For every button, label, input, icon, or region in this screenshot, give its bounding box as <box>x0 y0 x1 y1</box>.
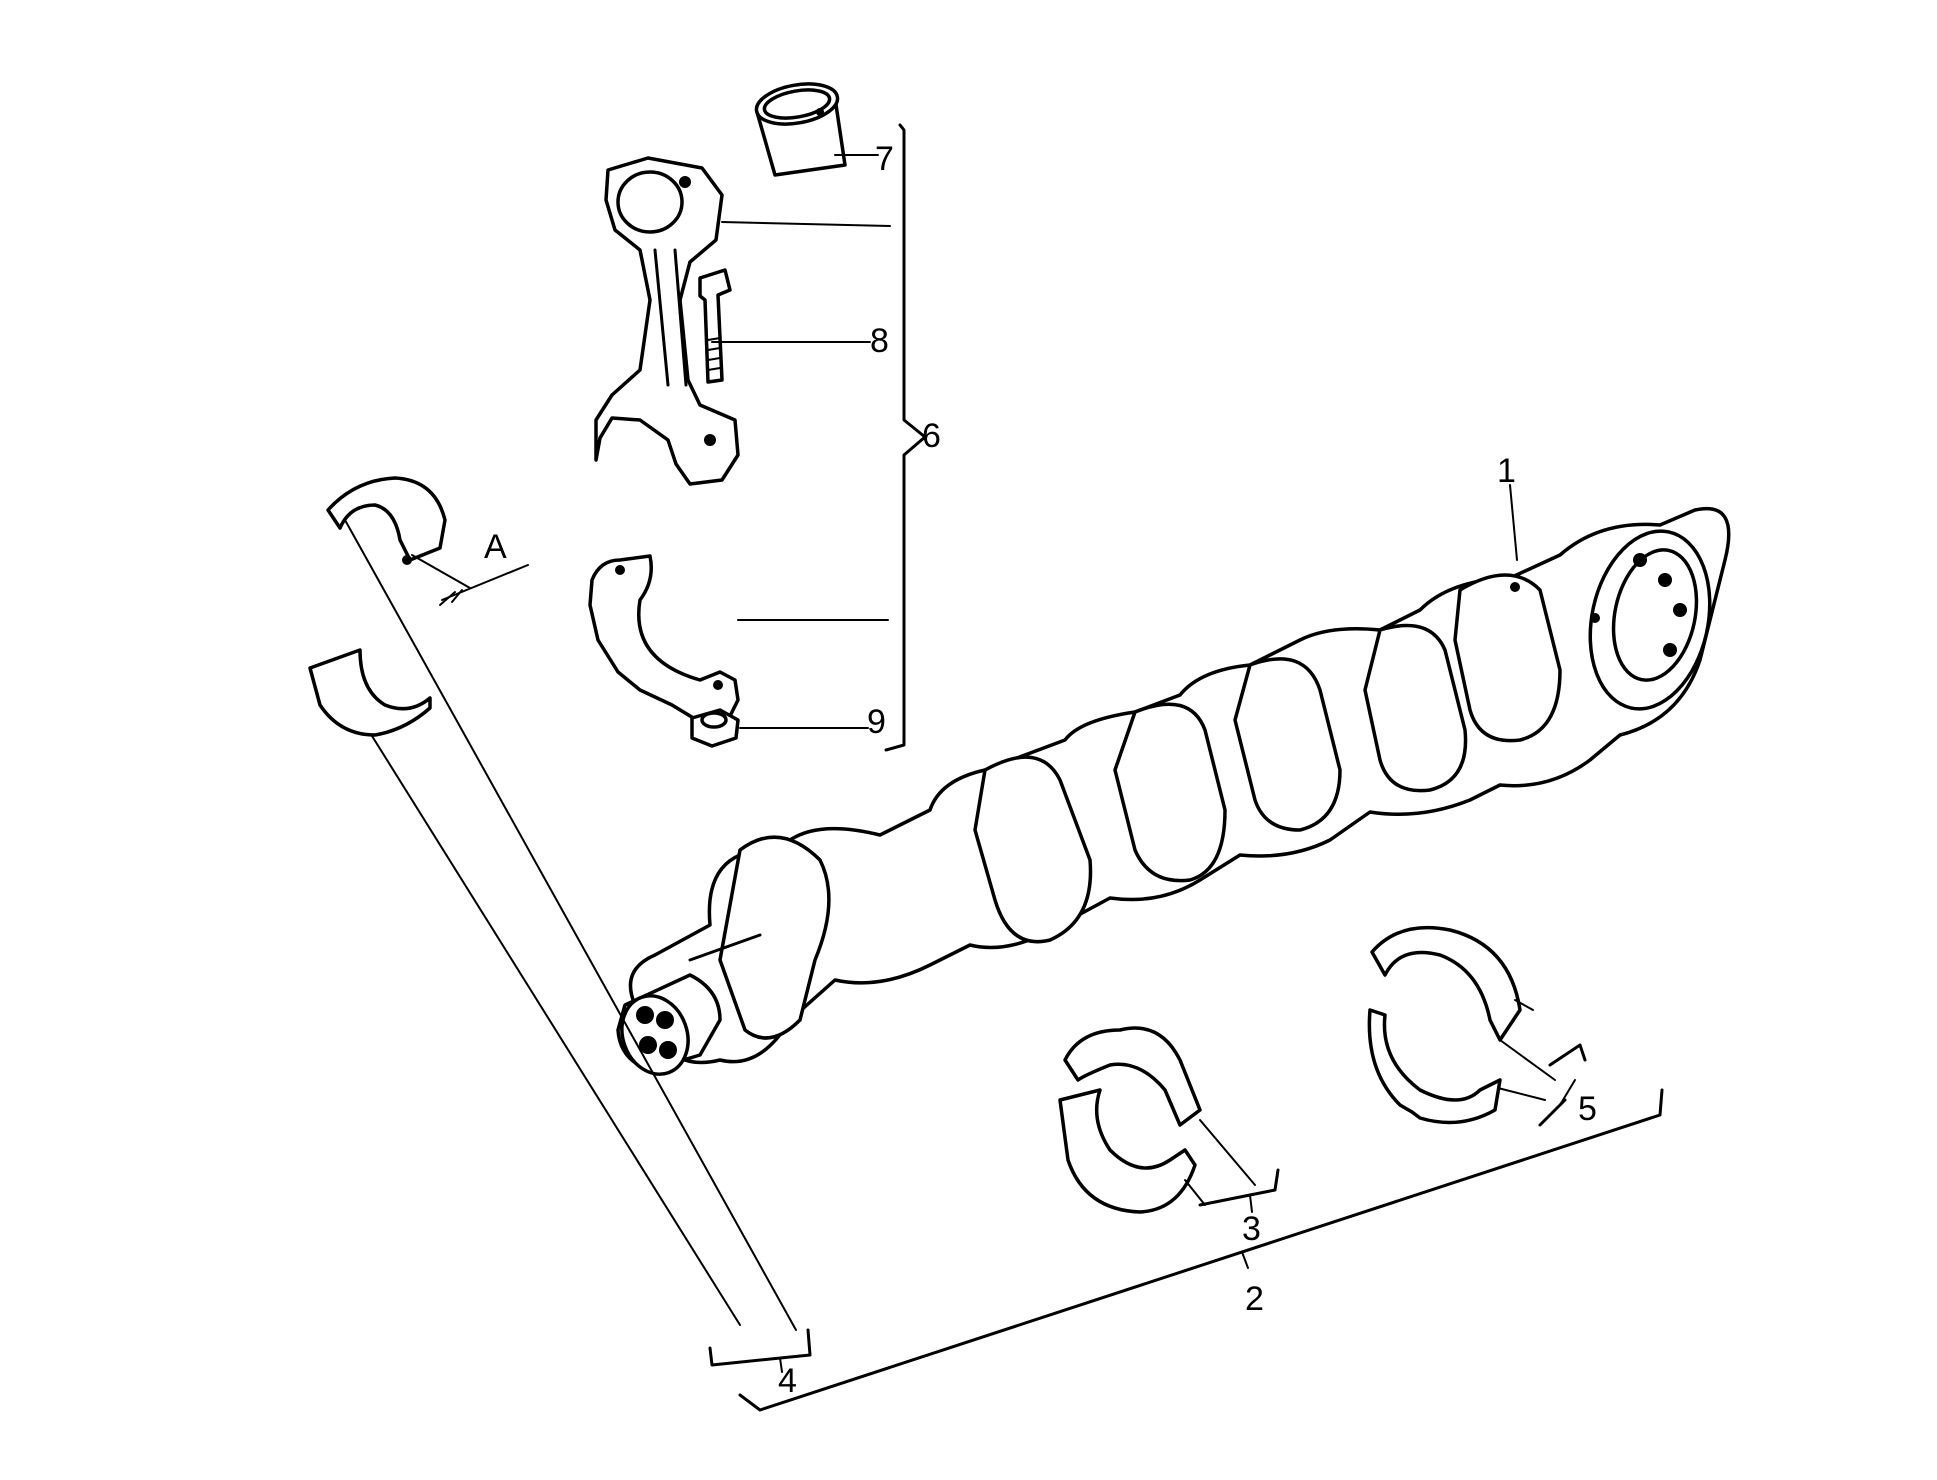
callout-4: 4 <box>778 1362 797 1400</box>
callout-5: 5 <box>1578 1090 1597 1128</box>
bracket-6 <box>884 123 927 752</box>
leader-lines-bottom <box>344 519 1556 1331</box>
callout-3: 3 <box>1242 1210 1261 1248</box>
callout-1: 1 <box>1497 452 1516 490</box>
bracket-3 <box>1198 1168 1280 1213</box>
main-bearing-shell-lower <box>1058 1088 1197 1214</box>
main-bearing-shell-upper <box>1063 1026 1202 1127</box>
callout-2: 2 <box>1245 1280 1264 1318</box>
connecting-rod-bushing <box>754 82 847 177</box>
callout-A: A <box>484 528 507 566</box>
thrust-washer-lower <box>1367 1008 1502 1125</box>
callout-9: 9 <box>867 703 886 741</box>
bracket-5 <box>1538 1043 1587 1127</box>
rod-nut <box>690 708 740 748</box>
connecting-rod <box>594 156 740 486</box>
bracket-4 <box>708 1328 812 1373</box>
leader-1 <box>1509 484 1518 561</box>
callout-6: 6 <box>922 417 941 455</box>
rod-bearing-shell-lower <box>308 648 432 737</box>
rod-bearing-shell-upper <box>326 476 447 565</box>
leader-lines-rod <box>711 154 891 729</box>
rod-bolt <box>698 268 732 384</box>
callout-7: 7 <box>875 140 894 178</box>
rod-cap <box>588 554 740 724</box>
thrust-washer-upper <box>1370 925 1522 1042</box>
crankshaft <box>616 506 1731 1076</box>
dimension-A <box>439 589 463 606</box>
bracket-2 <box>738 1088 1664 1412</box>
callout-8: 8 <box>870 322 889 360</box>
